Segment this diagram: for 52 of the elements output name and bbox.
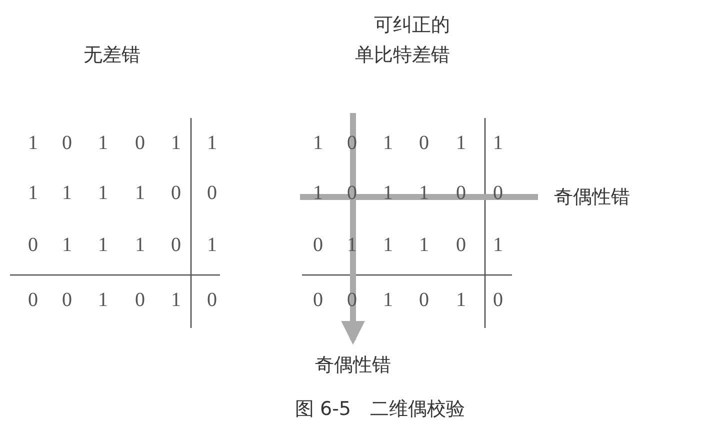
matrix-digit: 1: [97, 181, 109, 205]
matrix-digit: 0: [312, 233, 324, 257]
matrix-digit: 1: [170, 288, 182, 312]
matrix-digit: 0: [346, 181, 358, 205]
matrix-digit: 1: [97, 233, 109, 257]
matrix-digit: 1: [61, 181, 73, 205]
matrix-digit: 1: [418, 181, 430, 205]
matrix-digit: 1: [492, 233, 504, 257]
matrix-digit: 0: [27, 288, 39, 312]
error-label: 奇偶性错: [540, 184, 644, 210]
matrix-digit: 1: [206, 131, 218, 155]
matrix-digit: 1: [170, 131, 182, 155]
matrix-digit: 1: [134, 233, 146, 257]
matrix-digit: 1: [382, 233, 394, 257]
matrix-digit: 1: [382, 288, 394, 312]
matrix-digit: 1: [382, 181, 394, 205]
matrix-digit: 0: [134, 131, 146, 155]
matrix-digit: 0: [418, 288, 430, 312]
matrix-digit: 1: [492, 131, 504, 155]
matrix-digit: 0: [206, 288, 218, 312]
matrix-digit: 0: [418, 131, 430, 155]
arrow: [341, 113, 365, 345]
matrix-heading: 无差错: [82, 43, 142, 68]
matrix-digit: 1: [134, 181, 146, 205]
matrix-digit: 1: [27, 181, 39, 205]
matrix-digit: 1: [455, 131, 467, 155]
matrix-digit: 0: [312, 288, 324, 312]
matrix-digit: 1: [97, 288, 109, 312]
matrix-digit: 0: [206, 181, 218, 205]
matrix-digit: 0: [134, 288, 146, 312]
matrix-digit: 1: [312, 181, 324, 205]
matrix-digit: 1: [312, 131, 324, 155]
matrix-digit: 0: [27, 233, 39, 257]
error-label: 奇偶性错: [301, 352, 405, 378]
matrix-digit: 0: [455, 233, 467, 257]
matrix-digit: 1: [382, 131, 394, 155]
matrix-heading: 可纠正的单比特差错: [355, 13, 450, 68]
matrix-digit: 0: [492, 288, 504, 312]
matrix-digit: 1: [61, 233, 73, 257]
matrix-digit: 0: [170, 233, 182, 257]
figure-caption: 图 6-5 二维偶校验: [294, 397, 466, 422]
matrix-digit: 1: [418, 233, 430, 257]
matrix-digit: 0: [61, 131, 73, 155]
highlight-bar: [300, 194, 538, 200]
matrix-digit: 0: [455, 181, 467, 205]
matrix-digit: 1: [27, 131, 39, 155]
matrix-digit: 1: [97, 131, 109, 155]
matrix-digit: 0: [492, 181, 504, 205]
matrix-digit: 1: [206, 233, 218, 257]
matrix-digit: 0: [61, 288, 73, 312]
matrix-digit: 0: [170, 181, 182, 205]
matrix-digit: 1: [455, 288, 467, 312]
